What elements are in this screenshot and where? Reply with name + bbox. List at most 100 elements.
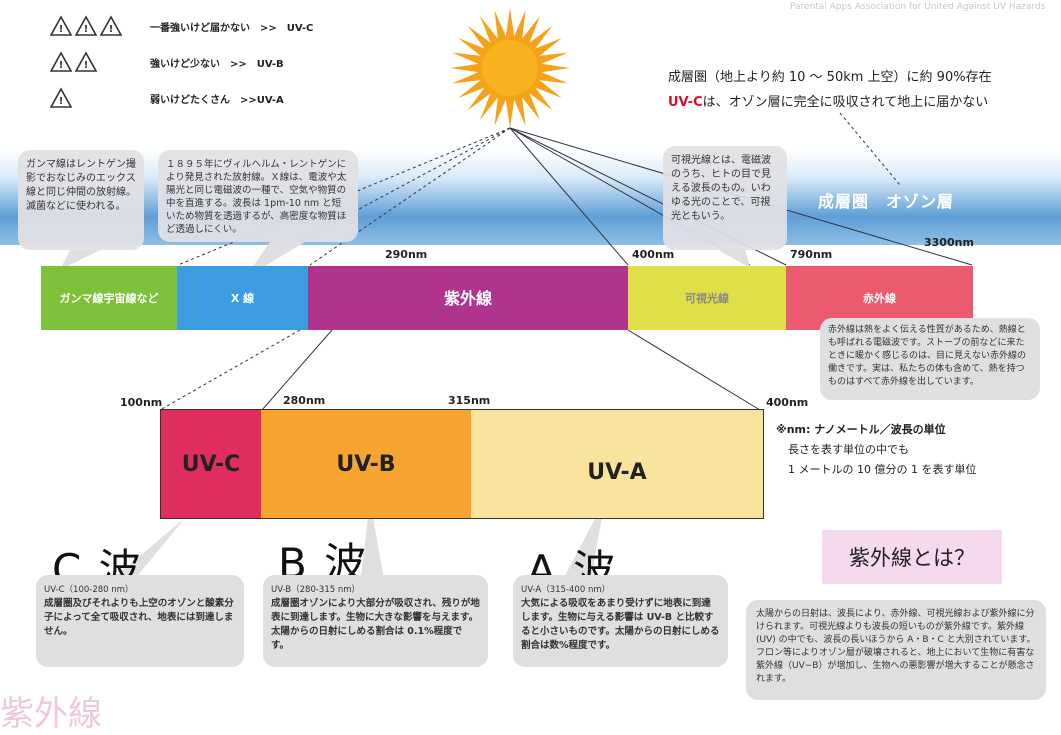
nm-note: ※nm: ナノメートル／波長の単位 長さを表す単位の中でも 1 メートルの 10… [776, 420, 976, 480]
what-is-desc: 太陽からの日射は、波長により、赤外線、可視光線および紫外線に分けられます。可視光… [746, 600, 1046, 700]
uv-mark-315: 315nm [448, 394, 491, 407]
legend: !!! 一番強いけど届かない >> UV-C!! 強いけど少ない >> UV-B !弱… [50, 8, 350, 116]
ozone-note-line1: 成層圏（地上より約 10 〜 50km 上空）に約 90%存在 [668, 70, 992, 85]
expand-line-dashed [159, 329, 301, 411]
sun-ray [480, 16, 502, 48]
segment-label: 可視光線 [685, 291, 729, 305]
bubble-tail-a [560, 500, 605, 585]
expand-line-left [261, 329, 333, 411]
hazard-triangle-icon: ! [100, 15, 122, 36]
bubble-tail-visible [715, 248, 750, 268]
ozone-note-accent: UV-C [668, 95, 703, 110]
segment-gamma: ガンマ線宇宙線など [41, 266, 177, 330]
bubble-gamma: ガンマ線はレントゲン撮影でおなじみのエックス線と同じ仲間の放射線。滅菌などに使わ… [18, 150, 144, 250]
ozone-note-line2: は、オゾン層に完全に吸収されて地上に届かない [702, 95, 989, 110]
uv-mark-280: 280nm [283, 394, 326, 407]
hazard-triangle-icon: ! [75, 15, 97, 36]
hazard-triangle-icon: ! [50, 15, 72, 36]
legend-row-text: 一番強いけど届かない >> UV-C [150, 22, 314, 34]
wave-bubble-b: UV-B（280-315 nm） 成層圏オゾンにより大部分が吸収され、残りが地表… [263, 575, 488, 667]
svg-text:!: ! [59, 24, 64, 35]
expand-line-right [627, 329, 761, 411]
legend-row: !! 強いけど少ない >> UV-B [50, 44, 350, 80]
ozone-pointer [839, 112, 901, 186]
sky-label: 成層圏 オゾン層 [818, 192, 955, 211]
wave-range-c: UV-C（100-280 nm） [44, 585, 134, 595]
segment-label: 宇宙線など [103, 291, 159, 305]
sun-ray [458, 76, 490, 98]
uv-band-label: UV-B [336, 451, 396, 477]
hazard-triangle-icon: ! [50, 51, 72, 72]
sun-ray [511, 10, 526, 45]
wave-desc-b: 成層圏オゾンにより大部分が吸収され、残りが地表に到達します。生物に大きな影響を与… [271, 598, 480, 651]
sun-ray [524, 25, 553, 54]
uv-band-label: UV-A [587, 459, 647, 485]
nm-note-line2: 1 メートルの 10 億分の 1 を表す単位 [788, 463, 977, 476]
legend-row: !弱いけどたくさん >>UV-A [50, 80, 350, 116]
svg-text:!: ! [84, 60, 89, 71]
ozone-note: 成層圏（地上より約 10 〜 50km 上空）に約 90%存在 UV-Cは、オゾ… [668, 66, 992, 110]
segment-label: 赤外線 [863, 291, 896, 305]
legend-row: !!! 一番強いけど届かない >> UV-C [50, 8, 350, 44]
bubble-visible: 可視光線とは、電磁波のうち、ヒトの目で見える波長のもの。いわゆる光のことで、可視… [663, 146, 787, 250]
sun-icon [450, 8, 570, 128]
wave-desc-a: 大気による吸収をあまり受けずに地表に到達します。生物に与える影響は UV-B と… [521, 598, 720, 651]
uv-band-label: UV-C [181, 451, 241, 477]
segment-uv: 紫外線 [308, 266, 628, 330]
uv-band-a: UV-A [471, 410, 763, 518]
sun-ray [530, 38, 562, 60]
sun-ray [524, 82, 553, 111]
bubble-tail-b [360, 500, 385, 585]
wave-bubble-a: UV-A（315-400 nm） 大気による吸収をあまり受けずに地表に到達します… [513, 575, 728, 667]
spectrum-mark-790: 790nm [790, 248, 833, 261]
legend-row-text: 強いけど少ない >> UV-B [150, 58, 284, 70]
uv-mark-100: 100nm [120, 396, 163, 409]
sun-ray [518, 88, 540, 120]
sun-ray [533, 69, 568, 84]
nm-note-title: ※nm: ナノメートル／波長の単位 [776, 423, 946, 436]
wave-range-b: UV-B（280-315 nm） [271, 585, 361, 595]
segment-xray: X 線 [177, 266, 308, 330]
uv-band-c: UV-C [161, 410, 261, 518]
bubble-tail-gamma [60, 250, 100, 270]
hazard-triangle-icon: ! [75, 51, 97, 72]
spectrum-mark-290: 290nm [385, 248, 428, 261]
ray-line-visible-start [509, 127, 629, 266]
uv-band-bar: UV-C UV-B UV-A [160, 409, 764, 519]
spectrum-mark-3300: 3300nm [924, 236, 974, 249]
footer-fragment: 紫外線 [0, 694, 102, 734]
nm-note-line1: 長さを表す単位の中でも [788, 443, 909, 456]
uv-mark-400: 400nm [766, 396, 809, 409]
sun-ray [458, 38, 490, 60]
wave-bubble-c: UV-C（100-280 nm） 成層圏及びそれよりも上空のオゾンと酸素分子によ… [36, 575, 244, 667]
sun-ray [480, 88, 502, 120]
sun-ray [518, 16, 540, 48]
sun-ray [536, 63, 570, 73]
sun-ray [530, 76, 562, 98]
sun-ray [467, 25, 496, 54]
uv-band-b: UV-B [261, 410, 471, 518]
wave-desc-c: 成層圏及びそれよりも上空のオゾンと酸素分子によって全て吸収され、地表には到達しま… [44, 598, 234, 637]
sun-ray [494, 10, 509, 45]
wave-range-a: UV-A（315-400 nm） [521, 585, 611, 595]
bubble-xray: １８９５年にヴィルヘルム・レントゲンにより発見された放射線。Ｘ線は、電波や太陽光… [158, 150, 358, 242]
sun-ray [452, 52, 487, 67]
sun-ray [494, 91, 509, 126]
segment-visible: 可視光線 [628, 266, 786, 330]
svg-text:!: ! [84, 24, 89, 35]
svg-text:!: ! [59, 60, 64, 71]
sun-ray [452, 69, 487, 84]
watermark: Parental Apps Association for United Aga… [790, 2, 1046, 12]
bubble-tail-c [105, 518, 185, 585]
hazard-triangle-icon: ! [50, 87, 72, 108]
svg-text:!: ! [109, 24, 114, 35]
sun-ray [467, 82, 496, 111]
bubble-infrared: 赤外線は熱をよく伝える性質があるため、熱線とも呼ばれる電磁波です。ストーブの前な… [820, 318, 1040, 400]
svg-text:!: ! [59, 96, 64, 107]
ray-line-uv-start [309, 127, 511, 266]
sun-ray [505, 94, 515, 128]
sun-ray [450, 63, 484, 73]
segment-label: 紫外線 [443, 288, 492, 308]
segment-label: ガンマ線 [59, 291, 104, 305]
sun-ray [511, 91, 526, 126]
